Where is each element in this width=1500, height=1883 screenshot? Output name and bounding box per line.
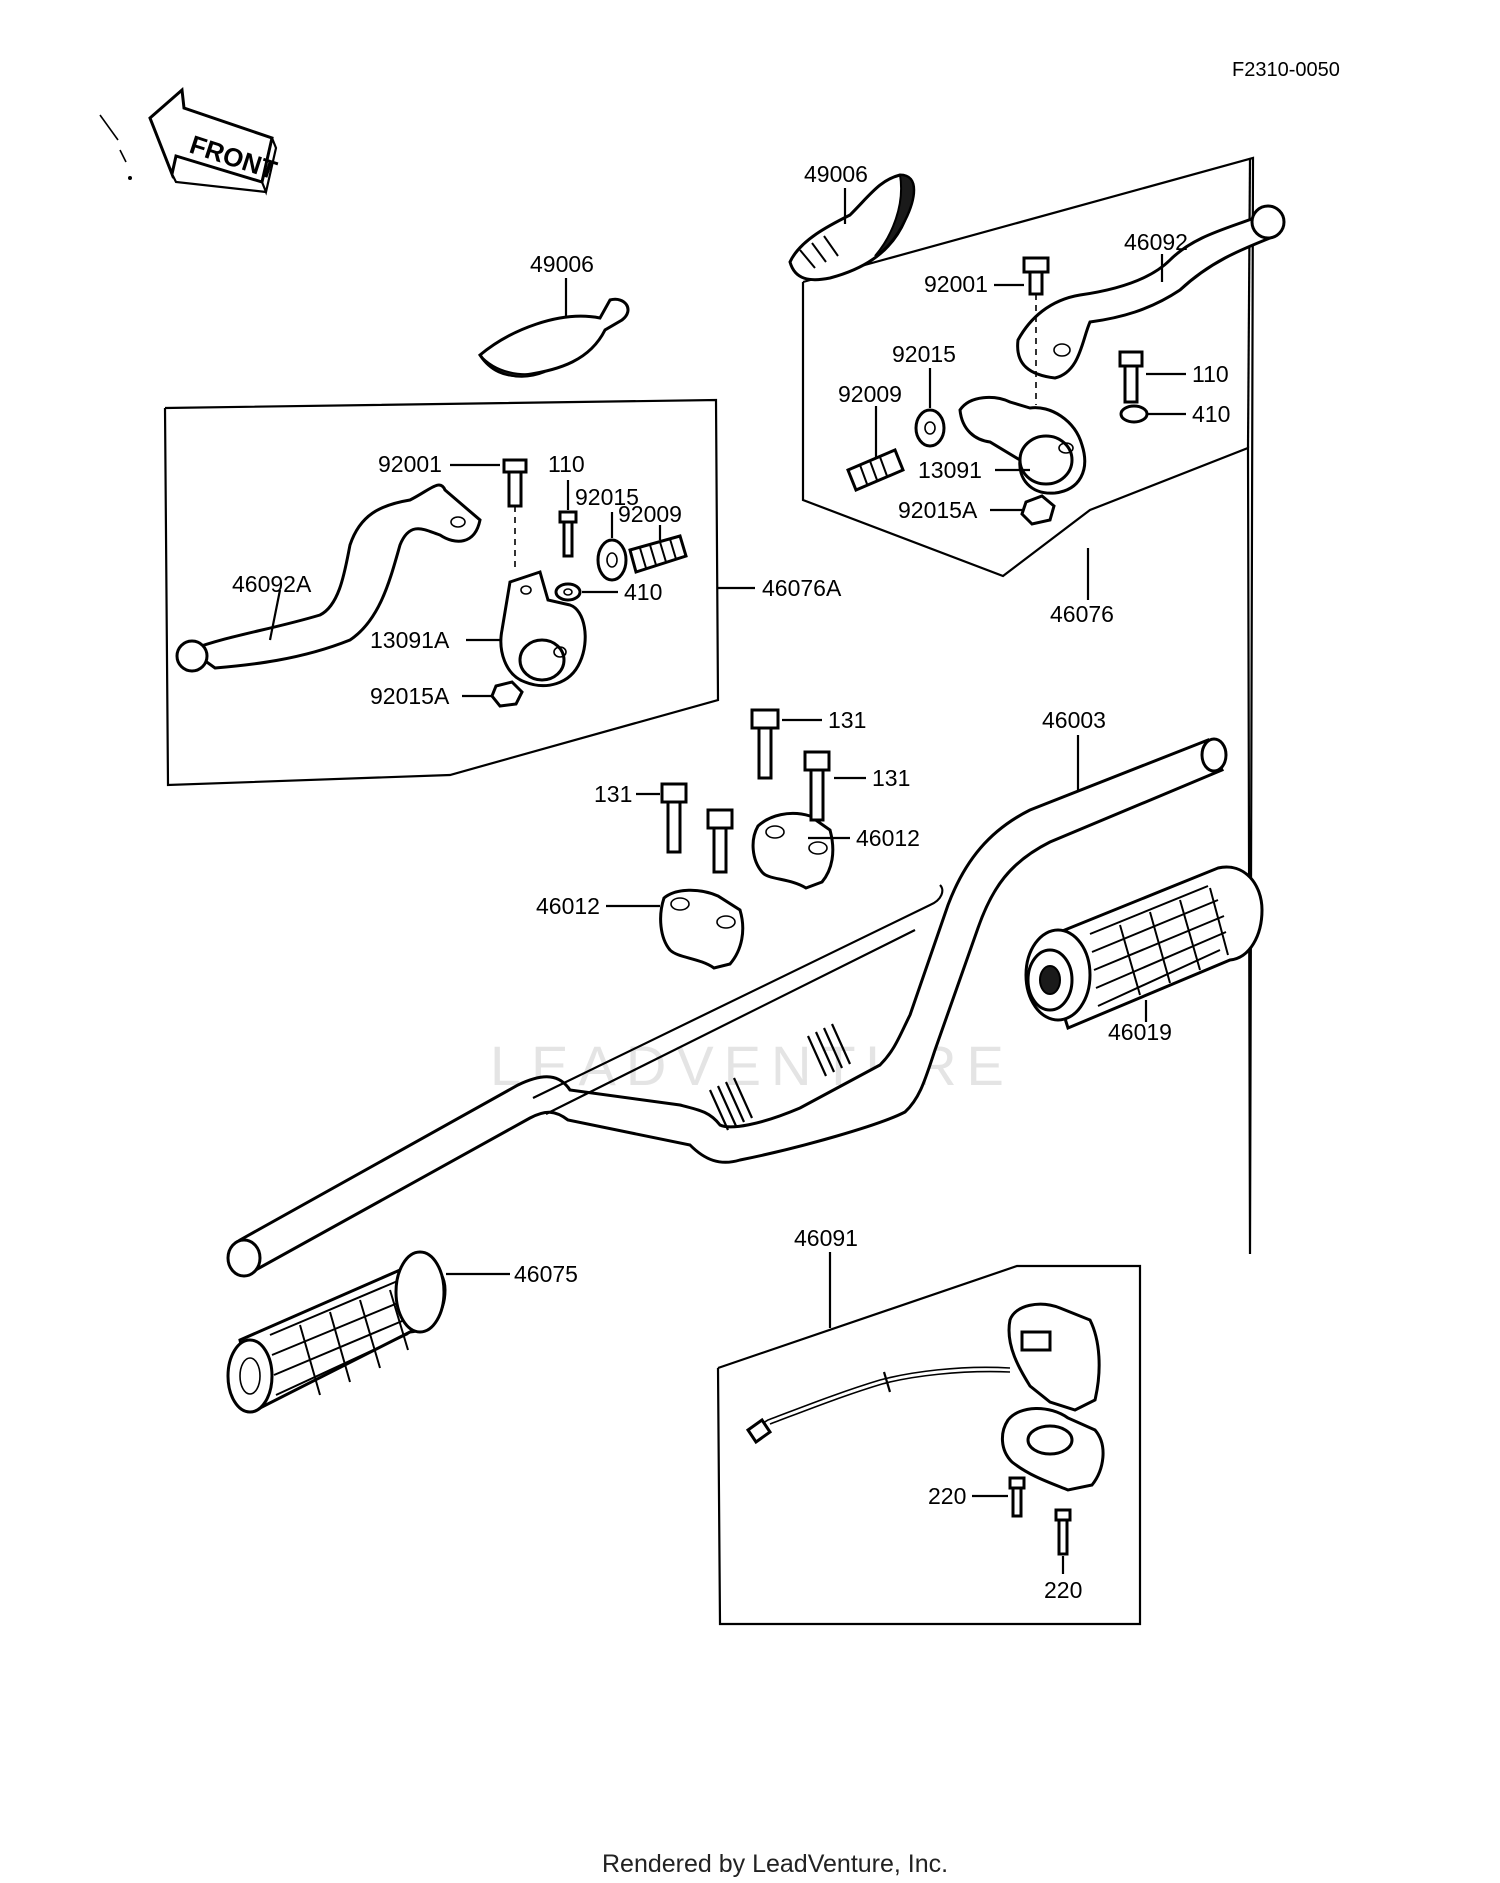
label-131-a: 131	[828, 707, 866, 733]
switch-screw-220-a-icon	[1008, 1476, 1026, 1518]
front-arrow-icon: FRONT	[99, 86, 281, 196]
left-lever	[175, 483, 482, 673]
left-nut-92015A-icon	[490, 680, 524, 708]
left-assembly-frame	[163, 398, 720, 787]
footer-credit: Rendered by LeadVenture, Inc.	[602, 1850, 948, 1878]
label-131-c: 131	[594, 781, 632, 807]
right-lever	[1016, 204, 1286, 380]
label-49006-right: 49006	[804, 161, 868, 187]
label-46075: 46075	[514, 1261, 578, 1287]
right-lever-clamp	[958, 396, 1087, 495]
left-bolt-110-icon	[558, 510, 578, 558]
handlebar-clamp-lower	[659, 888, 745, 970]
label-131-b: 131	[872, 765, 910, 791]
handlebar-knurl-1	[708, 1077, 754, 1131]
label-220-a: 220	[928, 1483, 966, 1509]
label-46012-a: 46012	[856, 825, 920, 851]
label-92015A-left: 92015A	[370, 683, 450, 709]
label-46076A: 46076A	[762, 575, 842, 601]
label-92001-right: 92001	[924, 271, 988, 297]
label-46019: 46019	[1108, 1019, 1172, 1045]
label-46012-b: 46012	[536, 893, 600, 919]
label-92009-left: 92009	[618, 501, 682, 527]
diagram-code: F2310-0050	[1232, 59, 1340, 81]
right-grip-throttle	[1024, 865, 1264, 1031]
clamp-bolt-131-c-icon	[660, 782, 688, 854]
kill-switch	[745, 1302, 1105, 1492]
label-410-left: 410	[624, 579, 662, 605]
label-13091A: 13091A	[370, 627, 450, 653]
label-46092: 46092	[1124, 229, 1188, 255]
label-92015-right: 92015	[892, 341, 956, 367]
label-92015A-right: 92015A	[898, 497, 978, 523]
right-bolt-92001-icon	[1022, 256, 1050, 405]
right-washer-92015-icon	[914, 408, 946, 448]
label-46091: 46091	[794, 1225, 858, 1251]
left-bolt-92001-icon	[502, 458, 528, 570]
label-110-right: 110	[1192, 361, 1229, 387]
label-410-right: 410	[1192, 401, 1230, 427]
right-assembly-frame	[801, 156, 1255, 1255]
label-110-left: 110	[548, 451, 585, 477]
left-washer-92015-icon	[596, 538, 628, 582]
label-46003: 46003	[1042, 707, 1106, 733]
label-92001-left: 92001	[378, 451, 442, 477]
left-grip	[226, 1250, 447, 1414]
left-nut-410-icon	[554, 582, 582, 602]
left-lever-boot	[478, 297, 630, 378]
handlebar-knurl-2	[806, 1023, 852, 1077]
label-92015-left: 92015	[575, 484, 639, 510]
label-49006-left: 49006	[530, 251, 594, 277]
left-lever-clamp	[499, 570, 587, 687]
handlebar-clamp-upper	[751, 811, 835, 890]
right-screw-92009-icon	[846, 448, 905, 492]
clamp-bolt-131-b-icon	[803, 750, 831, 822]
handlebar	[226, 737, 1228, 1278]
label-92009-right: 92009	[838, 381, 902, 407]
right-nut-410-icon	[1119, 404, 1149, 424]
label-220-b: 220	[1044, 1577, 1082, 1603]
clamp-bolt-131-d-icon	[706, 808, 734, 874]
left-screw-92009-icon	[628, 534, 688, 574]
label-46076: 46076	[1050, 601, 1114, 627]
right-bolt-110-icon	[1118, 350, 1144, 404]
right-nut-92015A-icon	[1020, 494, 1056, 526]
label-13091: 13091	[918, 457, 982, 483]
label-46092A: 46092A	[232, 571, 312, 597]
switch-screw-220-b-icon	[1054, 1508, 1072, 1556]
clamp-bolt-131-a-icon	[750, 708, 780, 780]
right-lever-boot	[788, 173, 916, 282]
switch-assembly-frame	[716, 1264, 1142, 1626]
